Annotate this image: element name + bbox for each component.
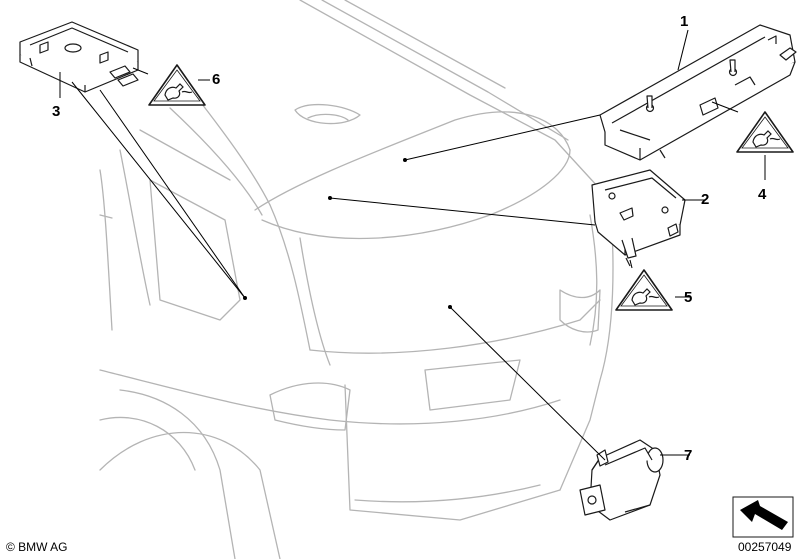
callout-1: 1 (680, 13, 689, 30)
part-2-diversity-module-icon (591, 169, 686, 267)
orientation-arrow-icon (732, 496, 794, 538)
callout-6: 6 (212, 71, 221, 88)
pointer-dots (243, 158, 452, 309)
callout-4: 4 (758, 186, 767, 203)
esd-warning-triangle-icon-6 (148, 64, 206, 106)
diagram-number: 00257049 (738, 540, 792, 554)
leader-lines (59, 29, 766, 461)
part-7-sensor-module-icon (579, 439, 664, 521)
esd-warning-triangle-icon-5 (615, 269, 673, 311)
callout-3: 3 (52, 103, 61, 120)
callout-5: 5 (684, 289, 693, 306)
copyright-text: © BMW AG (6, 540, 68, 554)
part-1-antenna-module-icon (599, 24, 797, 161)
esd-warning-triangle-icon-4 (736, 111, 794, 153)
callout-7: 7 (684, 447, 693, 464)
callout-2: 2 (701, 191, 710, 208)
vehicle-rear-outline (99, 0, 614, 559)
part-3-antenna-module-icon (19, 21, 139, 93)
